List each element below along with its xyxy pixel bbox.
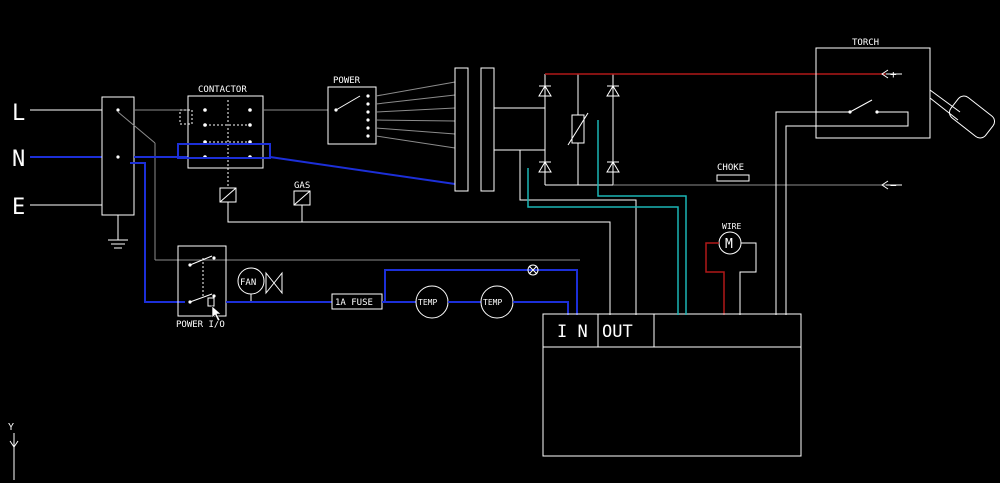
earth-label: E — [12, 195, 25, 220]
power-io-label: POWER I/O — [176, 320, 225, 330]
cyan-wire-1 — [527, 168, 679, 315]
torch-label: TORCH — [852, 38, 879, 48]
torch-minus: − — [890, 179, 897, 192]
choke-label: CHOKE — [717, 163, 744, 173]
ucs-axis-icon — [9, 433, 19, 480]
indicator-lamp — [527, 264, 539, 276]
temp1-label: TEMP — [418, 298, 437, 307]
neutral-to-transformer-wire — [269, 156, 456, 185]
transformer — [454, 67, 495, 192]
cursor-arrow-icon — [211, 305, 222, 322]
gas-solenoid — [293, 190, 311, 222]
temp2-label: TEMP — [483, 298, 502, 307]
pcb-in-label: I N — [557, 322, 588, 342]
terminal-block — [101, 96, 135, 249]
pcb-out-label: OUT — [602, 322, 633, 342]
rectifier-bridge — [538, 73, 620, 186]
temp-to-pcb-wire — [513, 301, 569, 315]
fuse-label: 1A FUSE — [335, 298, 373, 308]
contactor-coil — [219, 187, 611, 315]
torch-plus: + — [890, 68, 897, 81]
fan-label: FAN — [240, 278, 256, 288]
live-label: L — [12, 101, 25, 126]
motor-label: M — [725, 237, 733, 252]
contactor — [177, 95, 271, 188]
bridge-to-pcb-wire — [519, 150, 637, 315]
cyan-wire-2 — [597, 120, 687, 315]
bridge-resistor — [567, 74, 589, 185]
power-tap-switch — [327, 86, 377, 145]
gas-label: GAS — [294, 181, 310, 191]
contactor-label: CONTACTOR — [198, 85, 247, 95]
wire-feed-motor — [705, 231, 757, 315]
mains-lines — [30, 109, 102, 206]
line-wiring — [117, 109, 580, 303]
tap-wires — [375, 81, 456, 149]
power-label: POWER — [333, 76, 361, 86]
neutral-label: N — [12, 147, 25, 172]
power-io-switch — [177, 245, 227, 317]
torch — [775, 47, 996, 315]
choke-coil — [716, 174, 750, 182]
control-pcb — [542, 313, 802, 457]
fan — [237, 267, 283, 302]
axis-y-label: Y — [8, 422, 14, 433]
indicator-loop-wire — [384, 269, 578, 315]
wire-label: WIRE — [722, 222, 741, 231]
